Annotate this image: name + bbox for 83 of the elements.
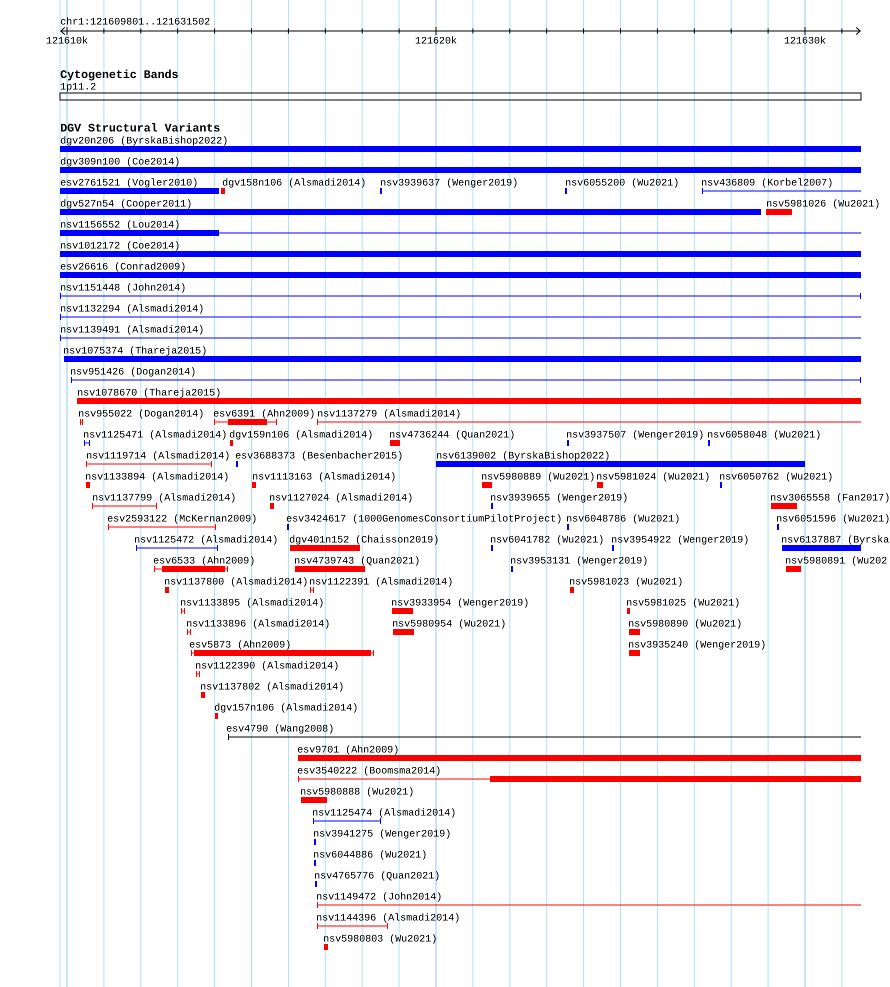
variant-label: nsv4765776 (Quan2021) <box>315 871 439 881</box>
variant-label: nsv5980891 (Wu202 <box>786 556 886 566</box>
band-label: 1p11.2 <box>60 82 96 92</box>
variant-label: esv26616 (Conrad2009) <box>60 262 185 272</box>
variant-label: nsv1125474 (Alsmadi2014) <box>313 808 455 818</box>
variant-label: esv3424617 (1000GenomesConsortiumPilotProject) <box>286 514 561 524</box>
variant-label: dgv158n106 (Alsmadi2014) <box>222 178 365 188</box>
tick-label: 121610k <box>46 36 88 44</box>
variant-label: dgv309n100 (Coe2014) <box>60 157 179 167</box>
variant-label: nsv6044886 (Wu2021) <box>314 850 426 860</box>
variant-label: nsv6050762 (Wu2021) <box>720 472 832 482</box>
variant-label: nsv1122391 (Alsmadi2014) <box>310 577 452 587</box>
variant-label: nsv3953131 (Wenger2019) <box>511 556 647 566</box>
variant-label: nsv1122390 (Alsmadi2014) <box>196 661 338 671</box>
variant-label: nsv1149472 (John2014) <box>317 892 441 902</box>
variant-label: nsv1139491 (Alsmadi2014) <box>61 325 203 335</box>
variant-label: esv6533 (Ahn2009) <box>154 556 254 566</box>
variant-label: nsv5981026 (Wu2021) <box>767 199 879 209</box>
tick-label: 121620k <box>416 36 456 44</box>
variant-label: dgv527n54 (Cooper2011) <box>60 199 191 209</box>
variant-label: esv2761521 (Vogler2010) <box>60 178 197 188</box>
variant-label: nsv6058048 (Wu2021) <box>708 430 820 440</box>
variant-label: nsv3065558 (Fan2017) <box>771 493 889 503</box>
variant-label: dgv157n106 (Alsmadi2014) <box>214 703 357 713</box>
variant-label: dgv20n206 (ByrskaBishop2022) <box>60 136 227 146</box>
variant-label: nsv4736244 (Quan2021) <box>390 430 514 440</box>
variant-label: esv5873 (Ahn2009) <box>190 640 290 650</box>
variant-label: nsv1133895 (Alsmadi2014) <box>181 598 323 608</box>
variant-label: nsv5981024 (Wu2021) <box>597 472 709 482</box>
variant-label: nsv5980889 (Wu2021) <box>482 472 594 482</box>
track-heading: Cytogenetic Bands <box>60 70 178 80</box>
variant-label: esv6391 (Ahn2009) <box>214 409 314 419</box>
variant-label: nsv1144396 (Alsmadi2014) <box>317 913 459 923</box>
variant-label: nsv5980890 (Wu2021) <box>629 619 741 629</box>
variant-label: nsv3941275 (Wenger2019) <box>314 829 450 839</box>
variant-label: nsv1137799 (Alsmadi2014) <box>93 493 235 503</box>
variant-label: esv2593122 (McKernan2009) <box>108 514 256 524</box>
variant-label: nsv1156552 (Lou2014) <box>61 220 179 230</box>
variant-label: nsv6139002 (ByrskaBishop2022) <box>437 451 609 461</box>
variant-label: nsv3939655 (Wenger2019) <box>491 493 627 503</box>
variant-label: dgv159n106 (Alsmadi2014) <box>230 430 372 440</box>
variant-label: nsv1127024 (Alsmadi2014) <box>270 493 412 503</box>
variant-label: esv4790 (Wang2008) <box>226 724 333 734</box>
variant-label: nsv955022 (Dogan2014) <box>79 409 203 419</box>
variant-label: nsv1133894 (Alsmadi2014) <box>86 472 228 482</box>
variant-label: nsv6051596 (Wu2021) <box>777 514 889 524</box>
variant-label: dgv401n152 (Chaisson2019) <box>290 535 438 545</box>
variant-label: nsv5981023 (Wu2021) <box>570 577 682 587</box>
variant-label: nsv1125472 (Alsmadi2014) <box>135 535 277 545</box>
variant-label: esv9701 (Ahn2009) <box>298 745 398 755</box>
variant-label: nsv951426 (Dogan2014) <box>71 367 195 377</box>
variant-label: nsv6041782 (Wu2021) <box>491 535 603 545</box>
variant-label: nsv1125471 (Alsmadi2014) <box>84 430 226 440</box>
variant-label: nsv1075374 (Thareja2015) <box>64 346 206 356</box>
variant-label: nsv1132294 (Alsmadi2014) <box>61 304 203 314</box>
variant-label: nsv5981025 (Wu2021) <box>627 598 739 608</box>
variant-label: esv3540222 (Boomsma2014) <box>298 766 440 776</box>
variant-label: nsv1078670 (Thareja2015) <box>78 388 220 398</box>
variant-label: nsv1113163 (Alsmadi2014) <box>253 472 395 482</box>
variant-label: nsv5980803 (Wu2021) <box>324 934 436 944</box>
variant-label: nsv5980954 (Wu2021) <box>393 619 505 629</box>
variant-label: nsv6137887 (Byrska <box>782 535 889 545</box>
variant-label: nsv1151448 (John2014) <box>61 283 185 293</box>
variant-label: nsv3933954 (Wenger2019) <box>392 598 528 608</box>
variant-label: nsv6055200 (Wu2021) <box>566 178 678 188</box>
variant-label: nsv6048786 (Wu2021) <box>567 514 679 524</box>
variant-label: nsv4739743 (Quan2021) <box>295 556 419 566</box>
variant-label: nsv5980888 (Wu2021) <box>301 787 413 797</box>
variant-label: esv3688373 (Besenbacher2015) <box>236 451 402 461</box>
variant-label: nsv3935240 (Wenger2019) <box>629 640 765 650</box>
variant-label: nsv3937507 (Wenger2019) <box>567 430 703 440</box>
variant-label: nsv3939637 (Wenger2019) <box>381 178 517 188</box>
tick-label: 121630k <box>784 36 826 44</box>
variant-label: nsv1137279 (Alsmadi2014) <box>318 409 460 419</box>
variant-label: nsv1137800 (Alsmadi2014) <box>165 577 307 587</box>
variant-label: nsv3954922 (Wenger2019) <box>612 535 748 545</box>
variant-label: nsv1119714 (Alsmadi2014) <box>87 451 229 461</box>
track-heading: DGV Structural Variants <box>60 123 220 132</box>
region-label: chr1:121609801..121631502 <box>60 17 210 25</box>
variant-label: nsv1137802 (Alsmadi2014) <box>201 682 343 692</box>
variant-label: nsv1133896 (Alsmadi2014) <box>187 619 329 629</box>
variant-label: nsv436809 (Korbel2007) <box>702 178 832 188</box>
variant-label: nsv1012172 (Coe2014) <box>61 241 179 251</box>
